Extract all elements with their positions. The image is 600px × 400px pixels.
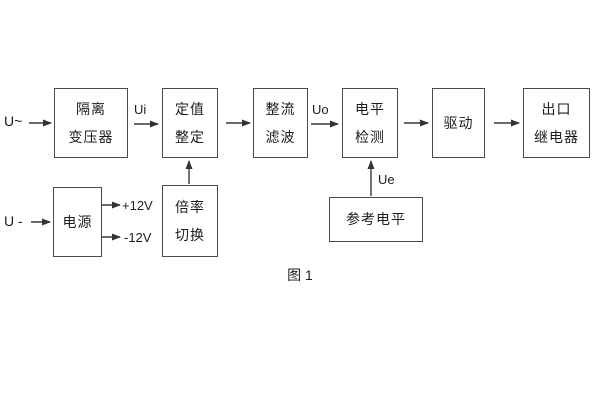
block-label: 滤波 [265,128,296,145]
block-label: 电平 [355,100,385,117]
block-label: 切换 [175,226,205,243]
block-label: 出口 [541,100,572,117]
block-drive: 驱动 [432,88,485,158]
label-signal-ue: Ue [378,172,395,187]
block-output-relay: 出口 继电器 [523,88,590,158]
label-signal-ui: Ui [134,102,147,117]
block-label: 变压器 [68,128,114,145]
label-plus-12v: +12V [122,198,153,213]
figure-caption: 图 1 [287,267,313,283]
block-label: 参考电平 [346,211,406,227]
block-label: 驱动 [443,114,474,131]
block-isolation-transformer: 隔离 变压器 [54,88,128,158]
block-reference-level: 参考电平 [329,197,423,242]
block-label: 继电器 [534,128,579,145]
block-setting-adjust: 定值 整定 [162,88,218,158]
block-ratio-switch: 倍率 切换 [162,185,218,257]
label-minus-12v: -12V [124,230,152,245]
block-level-detect: 电平 检测 [342,88,398,158]
block-label: 隔离 [76,100,106,117]
block-label: 电源 [62,213,93,230]
label-signal-uo: Uo [312,102,329,117]
block-label: 整流 [265,100,296,117]
block-power-supply: 电源 [53,187,102,257]
block-label: 定值 [175,100,205,117]
block-rectifier-filter: 整流 滤波 [253,88,308,158]
block-label: 整定 [175,128,205,145]
block-label: 倍率 [175,198,205,215]
label-input-uac: U~ [4,113,23,129]
label-input-udc: U - [4,213,23,229]
block-label: 检测 [355,128,385,145]
